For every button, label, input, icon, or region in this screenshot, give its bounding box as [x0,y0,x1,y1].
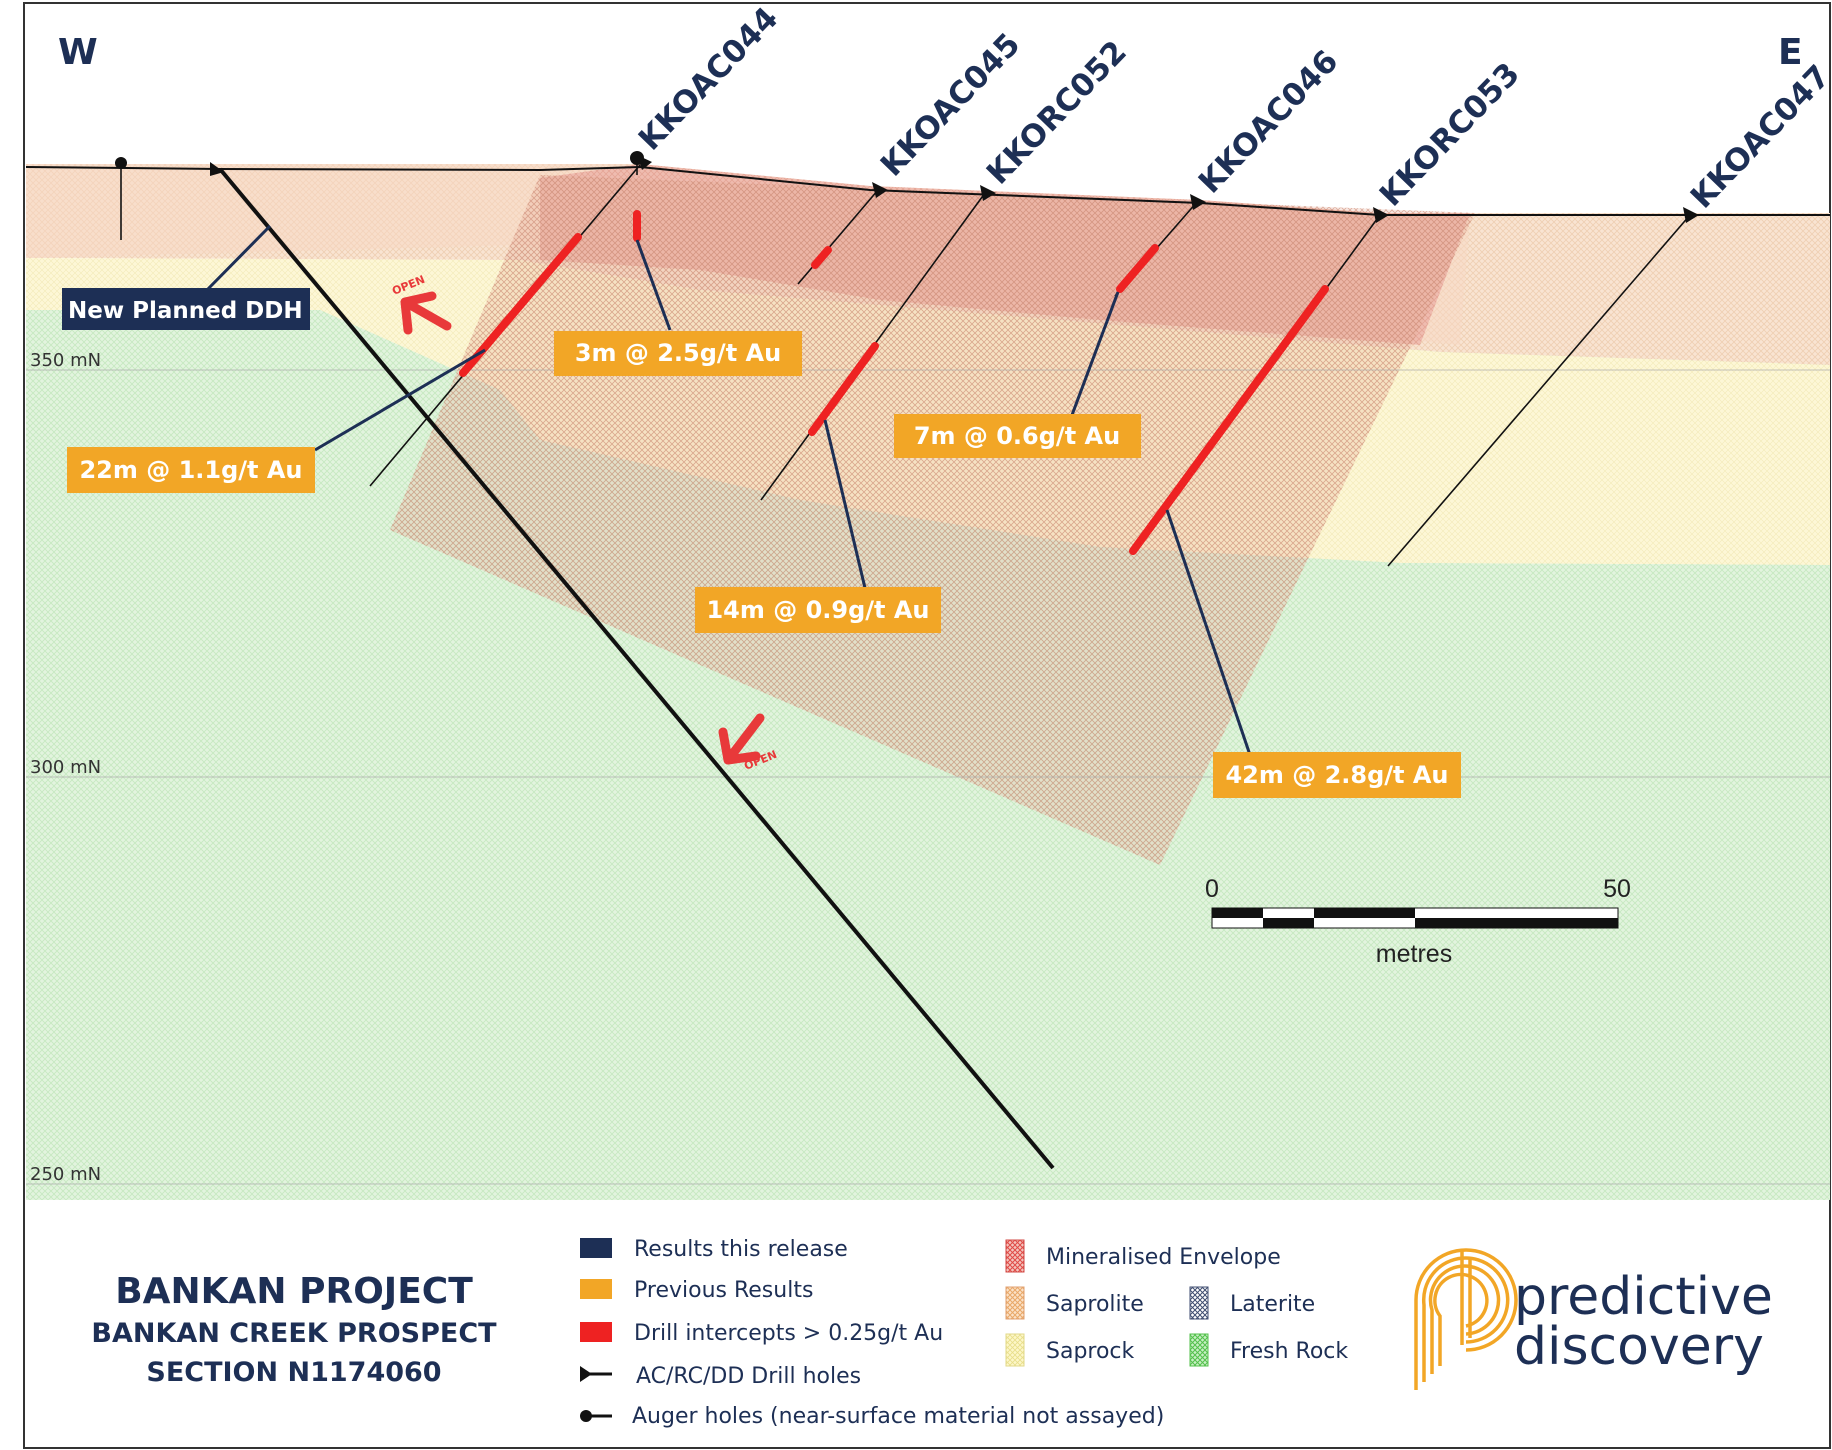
drill-intercepts [459,210,1329,555]
planned-ddh-callout: New Planned DDH [62,288,310,330]
title-line1: BANKAN PROJECT [115,1271,473,1312]
scale-end: 50 [1603,875,1631,903]
intercept-callout-22m: 22m @ 1.1g/t Au [67,447,315,493]
intercept-14m [808,342,879,436]
title-line2: BANKAN CREEK PROSPECT [91,1318,497,1349]
scale-start: 0 [1205,875,1219,903]
elevation-label-300: 300 mN [30,757,101,778]
planned-ddh-trace [218,167,1055,1170]
hole-KKOAC047 [1387,214,1691,567]
brand-line2: discovery [1514,1317,1764,1377]
elevation-label-250: 250 mN [30,1164,101,1185]
legend-swatch-laterite [1189,1286,1209,1320]
legend-saprolite: Saprolite [1046,1292,1144,1317]
legend-swatch-intercepts [580,1322,612,1342]
legend-swatch-saprock [1005,1333,1025,1367]
east-label: E [1778,32,1803,73]
svg-text:14m @ 0.9g/t Au: 14m @ 0.9g/t Au [706,596,929,624]
legend-swatch-previous [580,1279,612,1299]
planned-ddh-collar [210,162,224,176]
legend-drill-holes: AC/RC/DD Drill holes [636,1364,861,1389]
legend-area [26,1200,1829,1446]
topography-line [25,165,1830,216]
elevation-grid: 350 mN 300 mN 250 mN [26,350,1830,1185]
predictive-discovery-logo: predictive discovery [1414,1248,1773,1390]
brand-logo-icon [1414,1248,1518,1390]
scale-bar: 0 50 metres [1205,875,1631,968]
legend-laterite: Laterite [1230,1292,1315,1317]
intercept-kkoac045 [811,246,832,269]
svg-text:22m @ 1.1g/t Au: 22m @ 1.1g/t Au [79,456,302,484]
elevation-label-350: 350 mN [30,350,101,371]
svg-text:42m @ 2.8g/t Au: 42m @ 2.8g/t Au [1225,761,1448,789]
brand-line1: predictive [1514,1267,1773,1327]
intercept-callout-42m: 42m @ 2.8g/t Au [1213,752,1461,798]
intercept-7m [1116,244,1159,293]
legend-swatch-fresh-rock [1189,1333,1209,1367]
title-block: BANKAN PROJECT BANKAN CREEK PROSPECT SEC… [91,1271,497,1388]
legend-previous-results: Previous Results [634,1278,813,1303]
intercept-callout-14m: 14m @ 0.9g/t Au [695,587,941,633]
intercept-42m [1129,285,1329,555]
west-label: W [58,32,98,73]
intercept-callouts: 3m @ 2.5g/t Au 22m @ 1.1g/t Au 7m @ 0.6g… [67,331,1461,798]
legend-swatch-envelope [1005,1239,1025,1273]
legend-swatch-results [580,1238,612,1258]
legend-saprock: Saprock [1046,1339,1135,1364]
svg-text:3m @ 2.5g/t Au: 3m @ 2.5g/t Au [575,339,781,367]
svg-text:7m @ 0.6g/t Au: 7m @ 0.6g/t Au [914,422,1120,450]
legend-swatch-saprolite [1005,1286,1025,1320]
legend-results-this-release: Results this release [634,1237,848,1262]
title-line3: SECTION N1174060 [146,1357,441,1388]
legend: Results this release Previous Results Dr… [580,1237,1348,1429]
hole-KKOAC045 [797,189,879,285]
legend-fresh-rock: Fresh Rock [1230,1339,1348,1364]
intercept-callout-3m: 3m @ 2.5g/t Au [554,331,802,376]
scale-unit: metres [1376,940,1452,968]
legend-auger-holes: Auger holes (near-surface material not a… [632,1404,1164,1429]
intercept-callout-7m: 7m @ 0.6g/t Au [894,414,1141,458]
legend-drill-intercepts: Drill intercepts > 0.25g/t Au [634,1321,943,1346]
leader-lines [203,224,1252,756]
legend-mineralised-envelope: Mineralised Envelope [1046,1245,1281,1270]
planned-ddh-label: New Planned DDH [68,298,303,324]
